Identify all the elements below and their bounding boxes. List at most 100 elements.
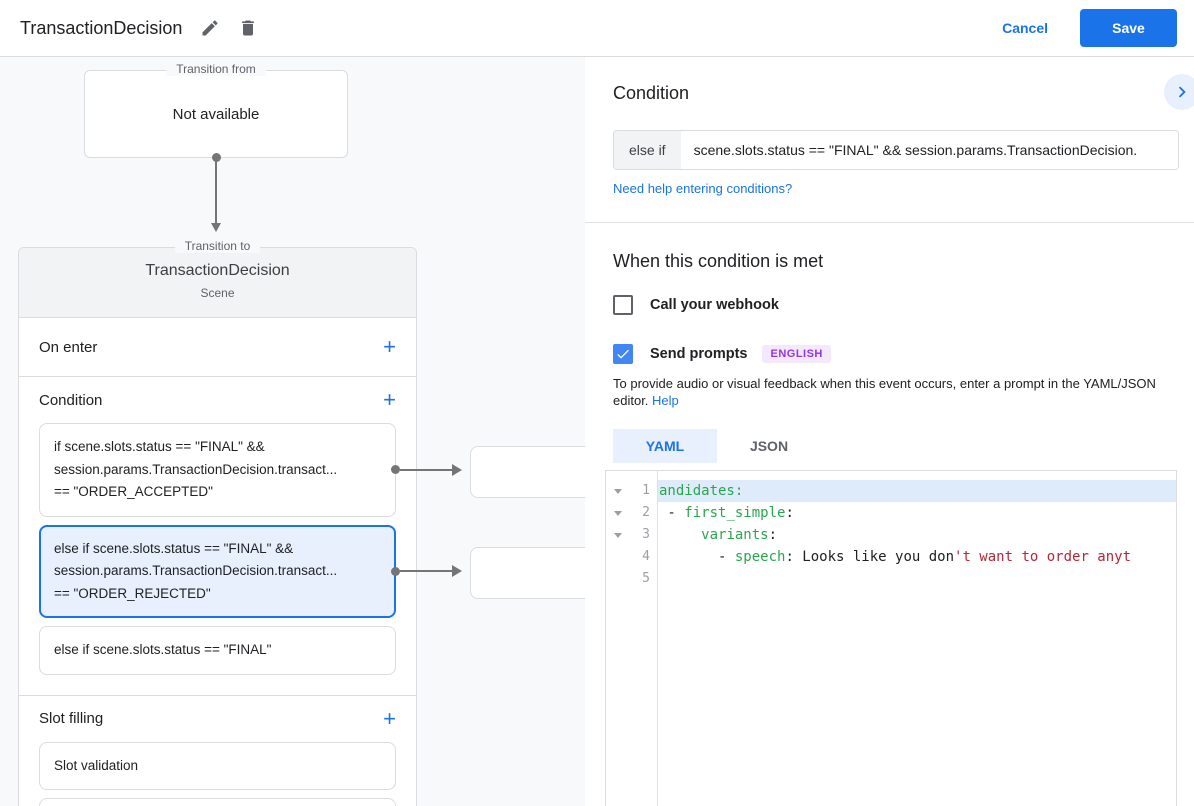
condition-section: Condition + if scene.slots.status == "FI… [19,377,416,696]
trash-icon [238,18,258,38]
code-token: : [768,527,778,543]
code-line[interactable]: - speech: Looks like you don't want to o… [658,546,1176,568]
add-condition-button[interactable]: + [383,387,396,412]
collapse-panel-button[interactable] [1164,74,1194,110]
condition-text: == "ORDER_REJECTED" [54,585,211,601]
add-slot-button[interactable]: + [383,705,396,731]
code-token: : [785,505,794,521]
line-number: 3 [642,527,650,542]
condition-text: else if scene.slots.status == "FINAL" [54,642,272,657]
connector-line [400,570,452,573]
line-number: 1 [642,483,650,498]
save-button[interactable]: Save [1080,9,1177,47]
send-prompts-row: Send prompts ENGLISH [613,344,831,364]
send-prompts-label: Send prompts [650,346,748,362]
code-line[interactable]: andidates: [658,480,1176,502]
editor-gutter: 1 2 3 4 5 [606,471,658,806]
gutter-row: 4 [606,546,657,568]
partial-card[interactable] [39,798,396,806]
condition-input-group: else if [613,130,1179,170]
yaml-editor[interactable]: 1 2 3 4 5 andidates: - first_simple: variant… [605,470,1177,806]
code-token [659,527,701,543]
connector-dot [391,465,400,475]
code-token: - [659,505,685,521]
language-badge: ENGLISH [762,345,831,363]
code-token: speech [734,549,786,565]
line-number: 5 [642,571,650,586]
gutter-row: 3 [606,524,657,546]
edit-title-button[interactable] [196,14,224,42]
scene-card-header: TransactionDecision Scene [19,248,416,318]
editor-tabs: YAML JSON [613,429,821,463]
code-line[interactable]: variants: [658,524,1176,546]
connector-arrowhead-icon [452,463,462,476]
chevron-right-icon [1171,81,1193,103]
delete-scene-button[interactable] [234,14,262,42]
code-token: 't want to order anyt [954,549,1132,565]
transition-from-value: Not available [172,105,260,123]
condition-text: else if scene.slots.status == "FINAL" && [54,540,294,556]
editor-code-area[interactable]: andidates: - first_simple: variants: - s… [658,471,1176,806]
transition-target-box[interactable] [470,445,585,498]
add-on-enter-button[interactable]: + [383,334,396,359]
when-met-title: When this condition is met [613,251,824,271]
help-link[interactable]: Help [652,393,679,408]
send-prompts-checkbox[interactable] [613,344,633,364]
panel-divider [585,222,1194,223]
condition-prefix-label: else if [614,131,681,169]
scene-card: Transition to TransactionDecision Scene … [18,239,417,806]
transition-from-box[interactable]: Transition from Not available [84,62,348,158]
line-number: 2 [642,505,650,520]
scene-title: TransactionDecision [145,262,290,279]
pencil-icon [200,18,220,38]
code-token: - [659,549,735,565]
condition-expression-input[interactable] [680,131,1178,169]
fold-arrow-icon[interactable] [614,511,622,516]
condition-item-selected[interactable]: else if scene.slots.status == "FINAL" &&… [39,524,396,618]
tab-json[interactable]: JSON [749,438,789,454]
webhook-row: Call your webhook [613,295,779,315]
slot-list: Slot validation [39,741,396,790]
fold-arrow-icon[interactable] [614,489,622,494]
connector-arrowhead-icon [211,223,221,232]
transition-to-legend: Transition to [174,239,261,253]
webhook-checkbox[interactable] [613,295,633,315]
panel-title: Condition [613,83,690,103]
transition-from-legend: Transition from [166,62,266,76]
code-token: : [785,549,803,565]
gutter-row: 5 [606,568,657,590]
code-token: variants [701,527,769,543]
code-token: first_simple [684,505,786,521]
code-line[interactable]: - first_simple: [658,502,1176,524]
on-enter-label: On enter [39,338,98,356]
connector-line [215,161,217,223]
connector-dot [212,153,221,162]
condition-item[interactable]: else if scene.slots.status == "FINAL" [39,626,396,675]
condition-editor-panel: Condition else if Need help entering con… [585,57,1194,806]
fold-arrow-icon[interactable] [614,533,622,538]
gutter-row: 2 [606,502,657,524]
checkmark-icon [615,346,631,362]
connector-line [400,468,452,471]
cancel-button[interactable]: Cancel [990,12,1060,44]
prompts-description: To provide audio or visual feedback when… [613,375,1175,409]
slot-filling-label: Slot filling [39,710,104,727]
condition-help-link[interactable]: Need help entering conditions? [613,181,793,196]
connector-dot [391,566,400,576]
tab-yaml[interactable]: YAML [613,429,717,463]
condition-text: session.params.TransactionDecision.trans… [54,461,338,477]
page-title: TransactionDecision [20,17,183,38]
scene-subtitle: Scene [200,286,235,300]
code-line[interactable] [658,568,1176,590]
condition-item[interactable]: if scene.slots.status == "FINAL" &&sessi… [39,423,396,517]
webhook-label: Call your webhook [650,297,779,313]
condition-text: session.params.TransactionDecision.trans… [54,563,338,578]
code-token: andidates: [659,483,744,499]
connector-arrowhead-icon [452,565,462,578]
condition-section-label: Condition [39,391,103,409]
condition-text: == "ORDER_ACCEPTED" [54,484,213,499]
on-enter-row: On enter + [19,318,416,377]
condition-list: if scene.slots.status == "FINAL" &&sessi… [39,423,396,675]
slot-item[interactable]: Slot validation [39,741,396,790]
transition-target-box[interactable] [470,547,585,600]
